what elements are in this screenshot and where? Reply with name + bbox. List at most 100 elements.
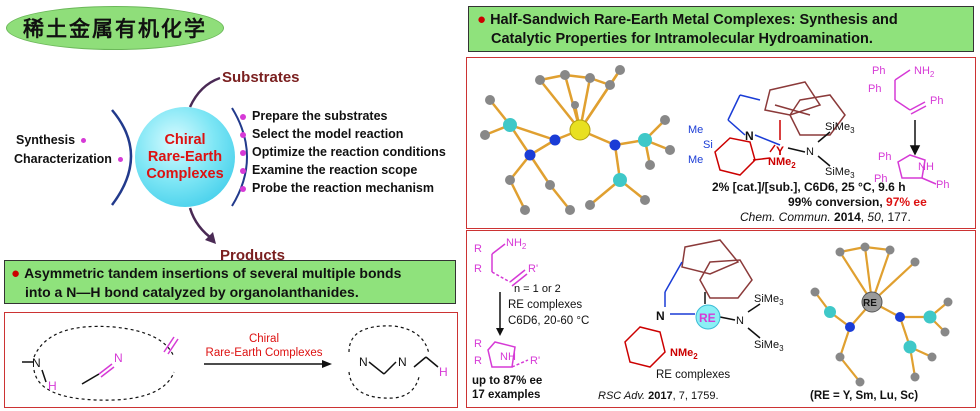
cond-re-complexes: RE complexes [508,299,582,311]
r-prime-label-2: R' [530,355,540,367]
cond-solvent-temp: C6D6, 20-60 °C [508,315,589,327]
nme2-label-2: NMe2 [670,347,698,361]
examples-count: 17 examples [472,389,540,401]
step-item: Prepare the substrates [240,107,446,125]
me-label-2: Me [688,154,703,166]
n-label: N [745,129,754,143]
characterization-item: Characterization [14,152,123,166]
crystal-re-label: RE [863,298,877,309]
step-label: Examine the reaction scope [252,163,418,177]
nh2-label-2: NH2 [506,237,527,251]
amine-h: H [48,379,57,393]
right-arc [231,107,248,207]
y-center-label: Y [776,144,784,158]
nh-label-2: NH [500,351,516,363]
nme2-label: NMe2 [768,156,796,170]
bullet-icon: ● [477,11,487,28]
substrates-label: Substrates [222,69,300,86]
substrate-product-scheme [894,69,937,185]
step-label: Prepare the substrates [252,109,388,123]
bullet-dot [240,131,246,138]
re-complex-structure [624,239,761,368]
ref1-volume: 50 [867,210,881,224]
ph-label-3: Ph [930,95,943,107]
reference-1: Chem. Commun. 2014, 50, 177. [740,210,911,224]
ref1-journal: Chem. Commun. [740,210,831,224]
nh2-label: NH2 [914,65,935,79]
synthesis-item: Synthesis [16,133,87,147]
bullet-dot [81,138,87,144]
me-label-1: Me [688,124,703,136]
ph-label-4: Ph [878,151,891,163]
bottom-right-structures: R R NH2 R' n = 1 or 2 RE complexes C6D6,… [472,237,953,402]
banner-line-1: ●Half-Sandwich Rare-Earth Metal Complexe… [477,10,965,30]
banner-text-1: Half-Sandwich Rare-Earth Metal Complexes… [490,12,898,28]
reference-2: RSC Adv. 2017, 7, 1759. [598,390,719,402]
bullet-dot [240,185,246,192]
step-item: Select the model reaction [240,125,446,143]
characterization-label: Characterization [14,152,112,166]
nh-label: NH [918,161,934,173]
ref1-page: , 177. [880,210,911,224]
product-h: H [439,365,448,379]
bullet-dot [117,157,123,163]
ee-range: up to 87% ee [472,375,542,387]
banner2-text-2: into a N—H bond catalyzed by organolanth… [25,284,359,300]
products-arrowhead [205,232,216,244]
ph-label-5: Ph [874,173,887,185]
bullet-dot [240,167,246,174]
step-label: Select the model reaction [252,127,404,141]
r-label-1: R [474,243,482,255]
conversion-line: 99% conversion, 97% ee [788,195,927,209]
top-right-banner: ●Half-Sandwich Rare-Earth Metal Complexe… [468,6,974,52]
title-text: 稀土金属有机化学 [23,17,207,41]
bullet-dot [240,113,246,120]
nitrile-n: N [114,351,123,365]
r-label-4: R [474,355,482,367]
ligand-structure [714,81,846,176]
bullet-dot [240,149,246,156]
arrow-label-2: Rare-Earth Complexes [206,347,323,359]
step-label: Optimize the reaction conditions [252,145,446,159]
hub-line-1: Chiral [164,131,206,148]
conversion-text: 99% conversion, [788,195,887,209]
r-prime-label: R' [528,263,538,275]
bottom-left-panel [4,312,458,408]
n-amide-label: N [806,146,814,158]
banner-text-2: Catalytic Properties for Intramolecular … [491,31,873,47]
arrow-label-1: Chiral [249,333,279,345]
crystal-atoms-re [810,242,953,387]
r-label-2: R [474,263,482,275]
r-label-3: R [474,338,482,350]
step-item: Optimize the reaction conditions [240,143,446,161]
tandem-insertion-scheme: N H N Chiral Rare-Earth Complexes N N H [22,325,448,401]
bottom-right-panel [466,230,976,408]
substrates-arc [188,76,221,108]
product-n-2: N [398,355,407,369]
step-label: Probe the reaction mechanism [252,181,435,195]
n-amide-label-2: N [736,315,744,327]
n-label-2: N [656,309,665,323]
re-center-highlight [695,304,721,330]
ref1-year: 2014 [834,210,861,224]
sime3-label-3: SiMe3 [754,293,784,307]
step-item: Probe the reaction mechanism [240,179,446,197]
banner2-line-1: ●Asymmetric tandem insertions of several… [11,264,449,283]
sime3-label-2: SiMe3 [825,166,855,180]
re-center-label: RE [699,311,716,325]
workflow-steps: Prepare the substrates Select the model … [240,107,446,197]
hub-line-3: Complexes [146,165,224,182]
hub-arcs [111,76,248,244]
si-label: Si [703,139,713,151]
dashed-tether [33,325,175,358]
ph-label-1: Ph [872,65,885,77]
synthesis-label: Synthesis [16,133,76,147]
banner2-text-1: Asymmetric tandem insertions of several … [24,265,402,281]
crystal-atoms [480,65,675,215]
bullet-icon: ● [11,265,21,282]
hub-line-2: Rare-Earth [147,148,223,165]
chiral-complex-hub: Chiral Rare-Earth Complexes [135,107,235,207]
dashed-tether-2 [33,369,175,401]
top-right-structures: Me Si Me N Y N SiMe3 SiMe3 NMe2 Ph Ph NH… [480,65,949,215]
ph-label-6: Ph [936,179,949,191]
